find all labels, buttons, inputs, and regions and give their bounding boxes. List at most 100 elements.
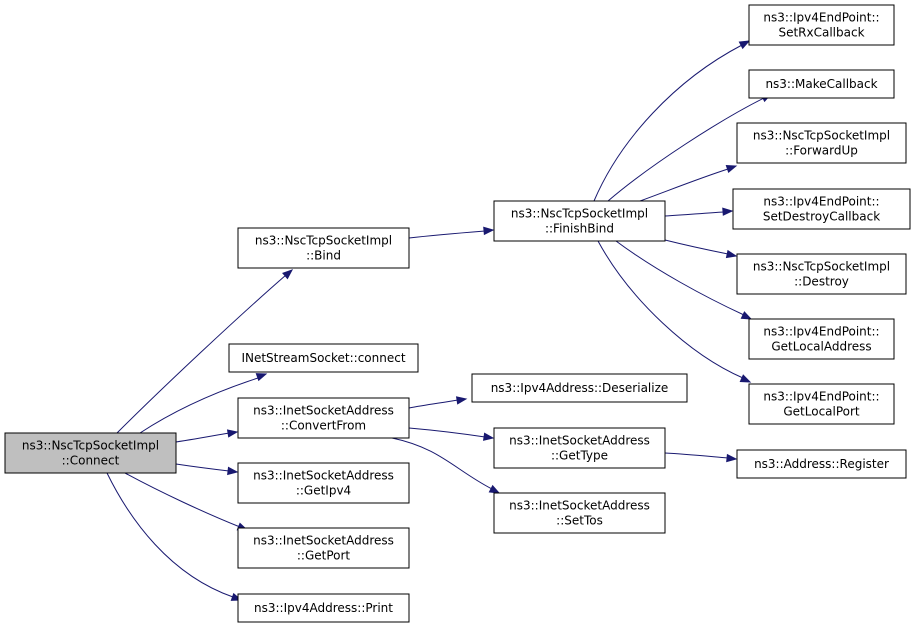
node-label-line: ns3::Ipv4Address::Deserialize (491, 381, 669, 395)
node-box (748, 383, 895, 425)
node-label-line: ns3::InetSocketAddress (253, 469, 394, 483)
node-label-line: ::Bind (306, 249, 341, 263)
node-print[interactable]: ns3::Ipv4Address::Print (237, 593, 410, 623)
edge-line (664, 239, 729, 255)
node-box (4, 432, 177, 474)
node-getlocalport[interactable]: ns3::Ipv4EndPoint::GetLocalPort (748, 383, 895, 425)
node-box (237, 462, 410, 504)
node-label-line: ns3::Ipv4EndPoint:: (763, 195, 879, 209)
node-label-line: ns3::MakeCallback (765, 77, 877, 91)
edge-line (639, 168, 729, 202)
edge-line (593, 44, 743, 202)
node-getipv4[interactable]: ns3::InetSocketAddress::GetIpv4 (237, 462, 410, 504)
node-label-line: SetRxCallback (778, 26, 864, 40)
node-box (736, 449, 907, 479)
arrowhead-icon (282, 269, 294, 280)
arrowhead-icon (488, 484, 501, 494)
node-label-line: GetLocalPort (783, 405, 860, 419)
arrowhead-icon (739, 374, 752, 383)
node-inet_connect[interactable]: INetStreamSocket::connect (228, 343, 419, 373)
arrowhead-icon (726, 453, 738, 463)
edge-line (116, 274, 287, 434)
arrowhead-icon (227, 466, 239, 476)
node-convertfrom[interactable]: ns3::InetSocketAddress::ConvertFrom (237, 397, 410, 439)
node-box (471, 373, 688, 403)
node-label-line: ::GetIpv4 (296, 484, 351, 498)
node-makecb[interactable]: ns3::MakeCallback (748, 69, 895, 99)
node-box (493, 492, 666, 534)
edge-line (106, 472, 234, 598)
node-label-line: ns3::InetSocketAddress (253, 404, 394, 418)
node-box (228, 343, 419, 373)
node-label-line: ::ConvertFrom (281, 419, 366, 433)
node-box (493, 200, 666, 242)
arrowhead-icon (482, 432, 495, 441)
node-label-line: ns3::NscTcpSocketImpl (255, 234, 392, 248)
node-box (237, 397, 410, 439)
edge-gettype-to-register (664, 452, 738, 463)
arrowhead-icon (725, 164, 738, 174)
arrowhead-icon (725, 249, 738, 259)
node-deserialize[interactable]: ns3::Ipv4Address::Deserialize (471, 373, 688, 403)
node-box (237, 593, 410, 623)
node-label-line: ::FinishBind (545, 222, 614, 236)
edge-line (615, 240, 745, 316)
edge-line (124, 472, 241, 528)
node-connect[interactable]: ns3::NscTcpSocketImpl::Connect (4, 432, 177, 474)
node-label-line: GetLocalAddress (771, 340, 871, 354)
node-label-line: ns3::InetSocketAddress (253, 534, 394, 548)
edge-connect-to-bind (116, 269, 294, 434)
node-settos[interactable]: ns3::InetSocketAddress::SetTos (493, 492, 666, 534)
edge-connect-to-print (106, 472, 243, 601)
edge-finishbind-to-setrx (593, 40, 751, 202)
node-label-line: ::Destroy (794, 275, 849, 289)
arrowhead-icon (255, 373, 268, 382)
node-bind[interactable]: ns3::NscTcpSocketImpl::Bind (237, 227, 410, 269)
node-box (732, 188, 911, 230)
node-box (736, 122, 907, 164)
node-box (748, 318, 895, 360)
edge-finishbind-to-setdestroy (664, 207, 734, 217)
node-setrx[interactable]: ns3::Ipv4EndPoint::SetRxCallback (748, 4, 895, 46)
edge-connect-to-getport (124, 472, 249, 531)
node-label-line: INetStreamSocket::connect (241, 351, 405, 365)
node-label-line: ::GetType (551, 449, 608, 463)
node-finishbind[interactable]: ns3::NscTcpSocketImpl::FinishBind (493, 200, 666, 242)
node-gettype[interactable]: ns3::InetSocketAddress::GetType (493, 427, 666, 469)
edge-convertfrom-to-settos (391, 437, 501, 494)
node-label-line: ns3::NscTcpSocketImpl (511, 207, 648, 221)
node-label-line: ns3::NscTcpSocketImpl (22, 439, 159, 453)
node-forwardup[interactable]: ns3::NscTcpSocketImpl::ForwardUp (736, 122, 907, 164)
edge-line (139, 377, 259, 434)
node-label-line: ns3::Address::Register (754, 457, 889, 471)
node-setdestroy[interactable]: ns3::Ipv4EndPoint::SetDestroyCallback (732, 188, 911, 230)
nodes-layer: ns3::NscTcpSocketImpl::Connectns3::NscTc… (4, 4, 911, 623)
arrowhead-icon (722, 207, 734, 216)
node-label-line: ::Connect (62, 454, 120, 468)
edge-line (664, 452, 729, 459)
node-getlocaladdr[interactable]: ns3::Ipv4EndPoint::GetLocalAddress (748, 318, 895, 360)
edge-line (408, 427, 486, 438)
node-label-line: ns3::InetSocketAddress (509, 434, 650, 448)
node-label-line: ::GetPort (297, 549, 351, 563)
edge-line (175, 463, 230, 472)
edge-finishbind-to-destroy (664, 239, 738, 259)
node-box (736, 253, 907, 295)
arrowhead-icon (226, 429, 239, 438)
arrowhead-icon (740, 311, 753, 320)
node-label-line: ns3::Ipv4EndPoint:: (763, 325, 879, 339)
arrowhead-icon (455, 396, 468, 405)
node-destroy[interactable]: ns3::NscTcpSocketImpl::Destroy (736, 253, 907, 295)
edge-convertfrom-to-gettype (408, 427, 495, 441)
edge-line (408, 230, 486, 239)
node-box (493, 427, 666, 469)
node-label-line: ns3::InetSocketAddress (509, 499, 650, 513)
node-label-line: ::SetTos (556, 514, 603, 528)
edge-connect-to-convertfrom (175, 429, 239, 443)
edge-convertfrom-to-deserialize (408, 396, 468, 409)
edge-connect-to-getipv4 (175, 463, 239, 476)
node-register[interactable]: ns3::Address::Register (736, 449, 907, 479)
node-getport[interactable]: ns3::InetSocketAddress::GetPort (237, 527, 410, 569)
node-label-line: ns3::Ipv4EndPoint:: (763, 390, 879, 404)
